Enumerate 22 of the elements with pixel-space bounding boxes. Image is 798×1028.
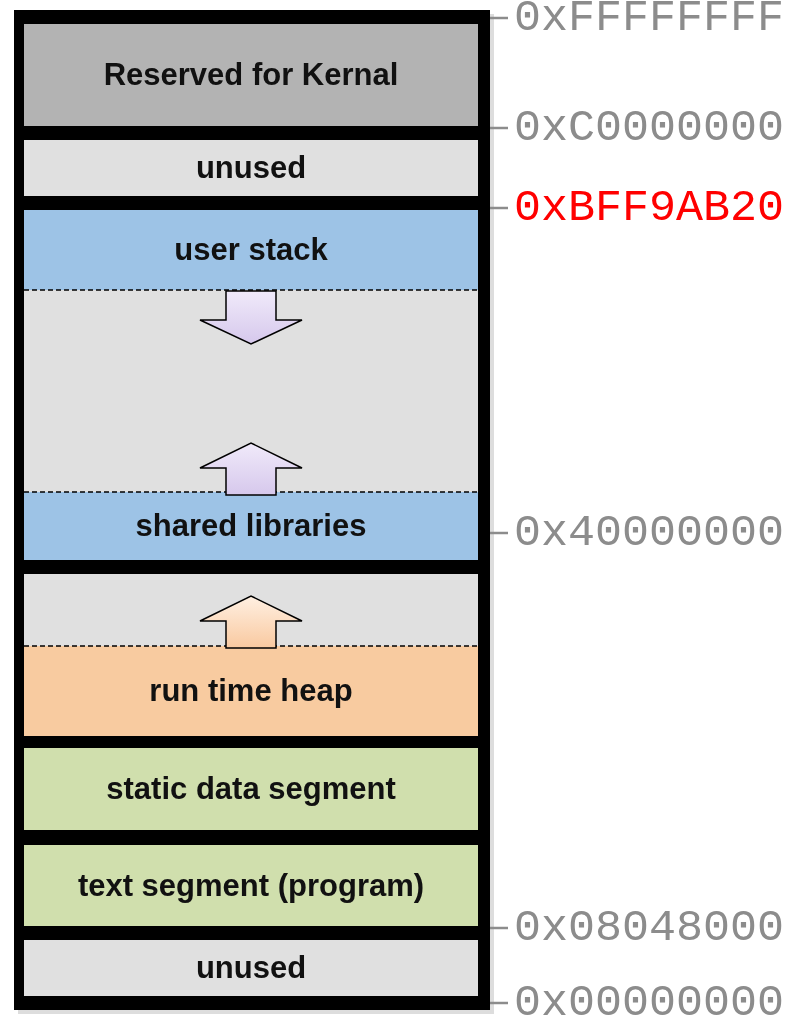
memory-segment: [24, 492, 478, 560]
address-label: 0xFFFFFFFF: [514, 0, 785, 41]
segment-label: unused: [195, 150, 307, 186]
memory-segment: [24, 845, 478, 926]
memory-segment: [24, 646, 478, 736]
address-label: 0xBFF9AB20: [514, 186, 785, 231]
address-label: 0x00000000: [514, 981, 785, 1026]
memory-segment: [24, 940, 478, 996]
segment-label: run time heap: [149, 673, 353, 709]
segment-label: text segment (program): [77, 867, 425, 904]
memory-segment: [24, 748, 478, 830]
segment-label: unused: [195, 950, 307, 986]
segment-label: user stack: [174, 232, 328, 268]
address-label: 0x40000000: [514, 511, 785, 556]
address-label: 0xC0000000: [514, 106, 785, 151]
segment-label: Reserved for Kernal: [103, 57, 399, 93]
memory-segment: [24, 210, 478, 290]
memory-segment: [24, 24, 478, 126]
segment-label: static data segment: [106, 771, 396, 807]
memory-segment: [24, 140, 478, 196]
address-label: 0x08048000: [514, 906, 785, 951]
segment-label: shared libraries: [135, 508, 367, 544]
